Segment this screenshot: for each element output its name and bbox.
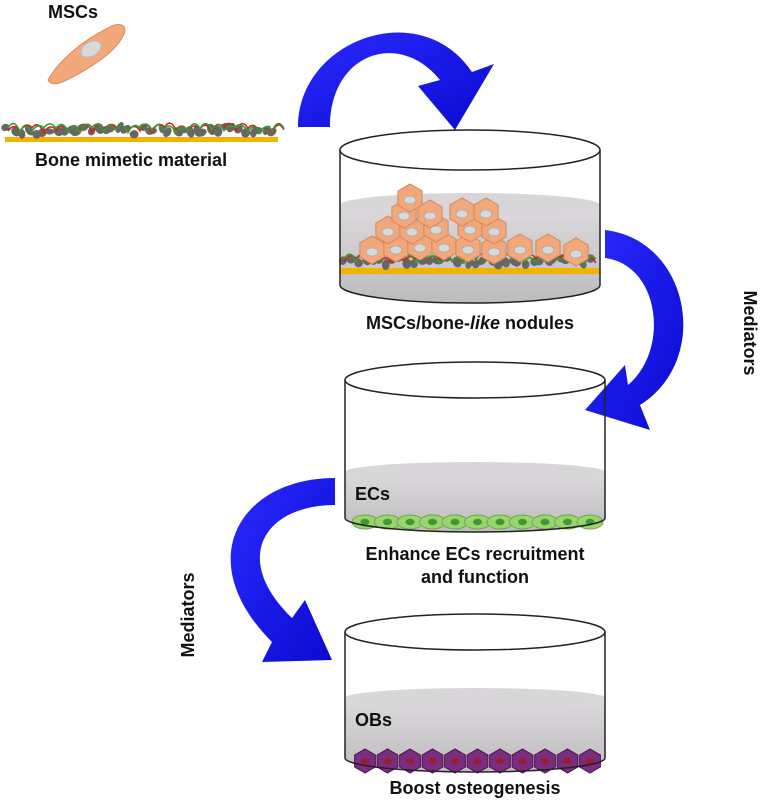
particle (163, 127, 172, 138)
ob-nucleus (518, 758, 527, 764)
msc-nucleus (461, 245, 475, 255)
ob-nucleus (428, 758, 437, 764)
label-nodules-italic: like (469, 313, 501, 333)
curved-arrow-icon (585, 230, 684, 430)
bone-mimetic-material (1, 122, 285, 142)
particle (44, 128, 55, 135)
ob-nucleus (586, 758, 594, 764)
ec-nucleus (383, 518, 392, 526)
msc-nucleus (487, 247, 501, 257)
osteoblast-cells (354, 748, 601, 774)
ec-nucleus (540, 518, 550, 526)
ob-nucleus (361, 758, 369, 764)
ob-nucleus (541, 758, 549, 764)
ec-nucleus (360, 518, 370, 526)
label-mediators-right: Mediators (740, 290, 760, 376)
material-particles (1, 122, 285, 139)
fiber (7, 122, 285, 135)
culture-dish-ecs (344, 361, 606, 533)
ob-nucleus (496, 758, 504, 764)
msc-nucleus (381, 227, 395, 237)
msc-nucleus (455, 209, 469, 219)
msc-nucleus (513, 245, 527, 255)
particle (1, 123, 10, 132)
msc-nucleus (487, 227, 501, 237)
curved-arrow-icon (298, 32, 494, 130)
particle (129, 130, 139, 139)
msc-nucleus (397, 211, 411, 221)
culture-dish-nodules (339, 129, 601, 304)
msc-nucleus (569, 249, 583, 259)
msc-nucleus (541, 245, 555, 255)
msc-nucleus (437, 243, 451, 253)
label-bone-mimetic-material: Bone mimetic material (35, 150, 228, 170)
label-enhance-line1: Enhance ECs recruitment (365, 544, 585, 564)
msc-nucleus (463, 225, 477, 235)
msc-nucleus (403, 195, 417, 205)
msc-nucleus (423, 211, 437, 221)
ec-nucleus (428, 518, 437, 526)
ec-nucleus (495, 518, 505, 526)
bone-like-nodules (359, 183, 589, 267)
label-obs-inside: OBs (355, 710, 393, 730)
particle (501, 257, 510, 268)
culture-dish-obs (344, 613, 606, 774)
particle (213, 125, 223, 137)
msc-nucleus (389, 245, 403, 255)
ob-nucleus (451, 758, 459, 764)
msc-nucleus (429, 225, 443, 235)
ec-nucleus (405, 518, 415, 526)
ob-nucleus (406, 758, 414, 764)
ec-nucleus (518, 518, 527, 526)
ec-nucleus (473, 518, 482, 526)
label-boost-osteogenesis: Boost osteogenesis (389, 778, 561, 798)
msc-cell-icon (47, 24, 126, 85)
msc-nucleus (405, 227, 419, 237)
label-nodules-prefix: MSCs/bone- (365, 313, 470, 333)
particle (38, 127, 47, 138)
label-nodules-suffix: nodules (500, 313, 575, 333)
msc-nucleus (479, 209, 493, 219)
ec-nucleus (563, 518, 572, 526)
ob-nucleus (473, 758, 482, 764)
label-nodules: MSCs/bone-like nodules (340, 313, 600, 333)
ob-nucleus (383, 758, 392, 764)
label-mediators-left: Mediators (178, 572, 198, 658)
ob-nucleus (563, 758, 572, 764)
label-ecs-inside: ECs (355, 484, 391, 504)
msc-nucleus (413, 243, 427, 253)
ec-nucleus (450, 518, 460, 526)
particle (196, 128, 207, 137)
particle (381, 259, 390, 271)
msc-nucleus (365, 247, 379, 257)
label-mscs: MSCs (48, 2, 99, 22)
endothelial-cells (351, 514, 604, 530)
label-enhance-line2: and function (421, 567, 529, 587)
curved-arrow-icon (230, 478, 335, 662)
